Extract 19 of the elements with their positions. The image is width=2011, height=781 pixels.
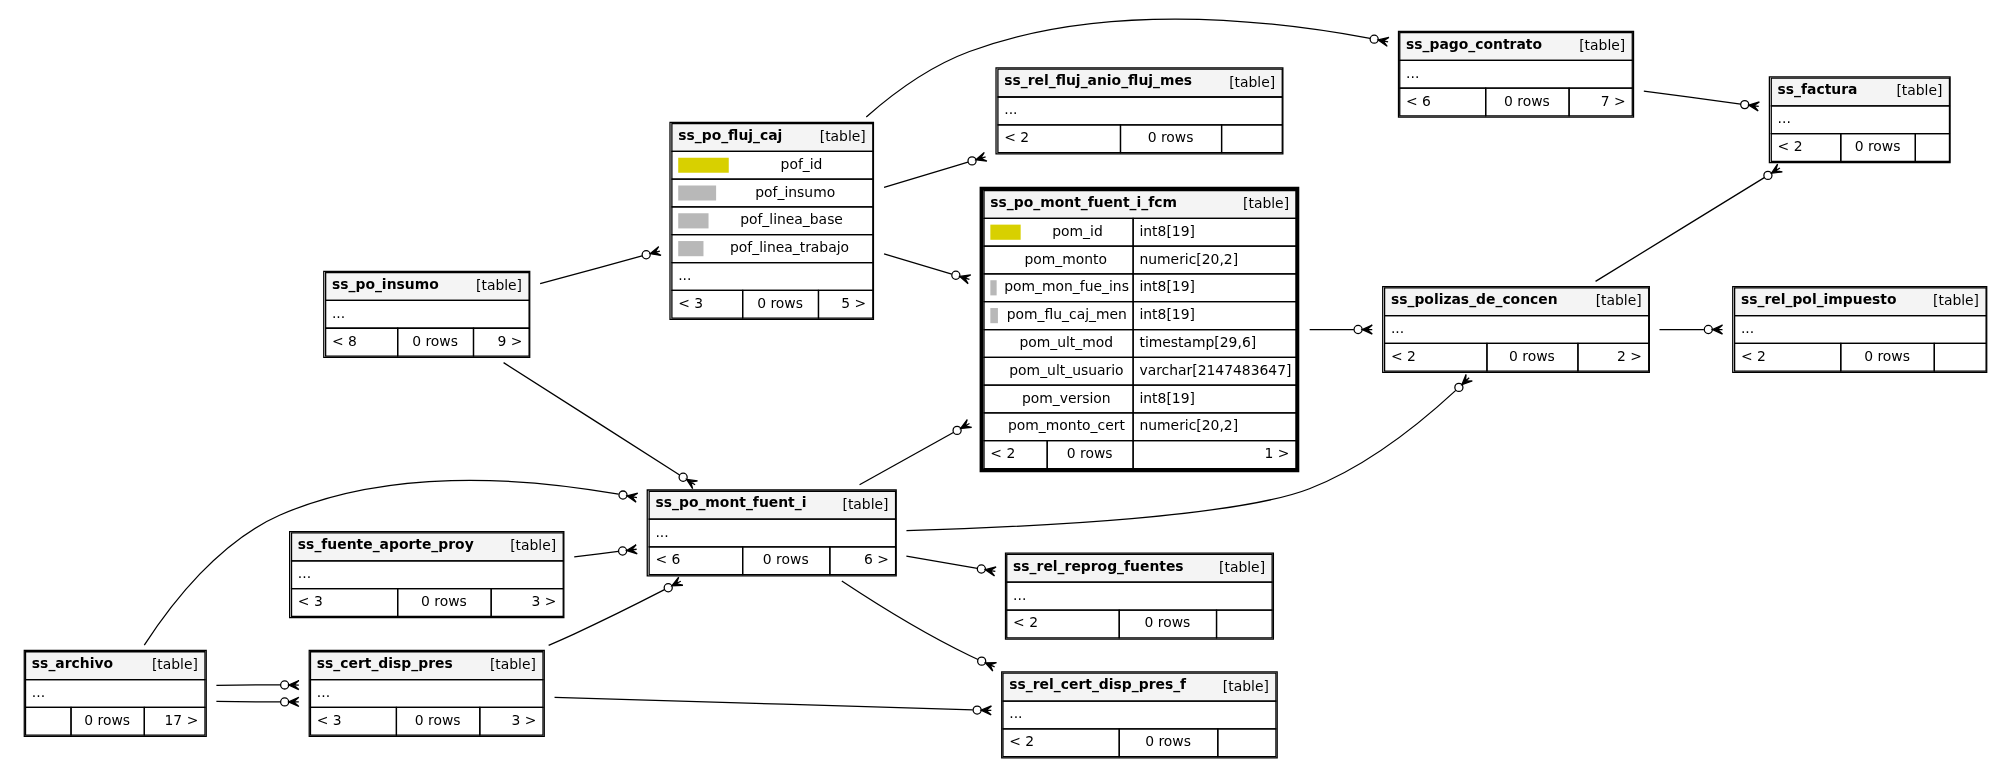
connector <box>215 696 300 707</box>
connector <box>865 17 1390 118</box>
connector <box>573 543 638 557</box>
connector <box>1309 323 1373 335</box>
connector <box>841 579 998 672</box>
connector <box>883 151 988 188</box>
connector <box>1594 163 1783 282</box>
connector <box>215 679 300 690</box>
connector <box>502 361 699 489</box>
connector <box>1643 90 1760 112</box>
connector <box>905 373 1473 531</box>
connector <box>905 554 997 577</box>
connector <box>1658 323 1724 335</box>
connector <box>858 418 973 485</box>
connector <box>143 479 639 646</box>
connector <box>548 576 684 646</box>
connector <box>883 252 972 284</box>
connector <box>553 696 993 716</box>
connector <box>539 245 662 284</box>
